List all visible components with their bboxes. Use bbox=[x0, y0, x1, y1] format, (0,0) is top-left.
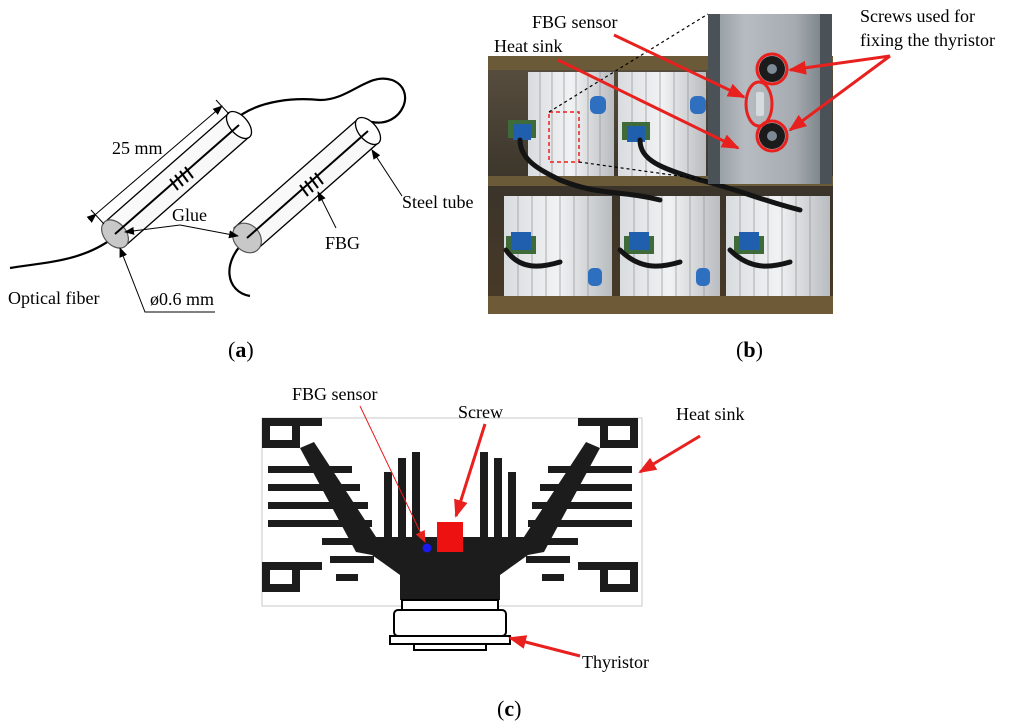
screws-label-line1: Screws used for bbox=[860, 6, 975, 26]
caption-b: (b) bbox=[736, 337, 763, 362]
inset-closeup bbox=[708, 14, 832, 184]
diameter-label: ø0.6 mm bbox=[150, 289, 214, 309]
steel-tube-right bbox=[232, 116, 382, 254]
fbg-sensor-dot bbox=[422, 543, 432, 553]
fbg-sensor-label-c: FBG sensor bbox=[292, 384, 378, 404]
screw-top bbox=[755, 52, 789, 86]
steel-tube-label: Steel tube bbox=[402, 192, 473, 212]
thyristor-label: Thyristor bbox=[582, 652, 649, 672]
fbg-label: FBG bbox=[325, 233, 360, 253]
glue-label: Glue bbox=[172, 205, 207, 225]
caption-a: (a) bbox=[228, 337, 254, 362]
heat-sink-label-c: Heat sink bbox=[676, 404, 744, 424]
fbg-sensor-highlight bbox=[744, 80, 774, 128]
caption-c: (c) bbox=[497, 696, 521, 721]
screw-marker bbox=[437, 522, 463, 552]
fbg-sensor-label-b: FBG sensor bbox=[532, 12, 618, 32]
screw-label-c: Screw bbox=[458, 402, 503, 422]
panel-a: 25 mm Glue FBG Steel tube Optical fiber … bbox=[8, 77, 473, 362]
screw-bottom bbox=[755, 119, 789, 153]
panel-b: FBG sensor Heat sink Screws used for fix… bbox=[488, 6, 995, 362]
steel-tube-left bbox=[101, 110, 253, 249]
optical-fiber-label: Optical fiber bbox=[8, 288, 99, 308]
heat-sink-profile bbox=[262, 418, 638, 600]
optical-fiber-line bbox=[9, 77, 406, 298]
dimension-25mm bbox=[86, 99, 230, 225]
length-label: 25 mm bbox=[112, 138, 163, 158]
heat-sink-label-b: Heat sink bbox=[494, 36, 562, 56]
panel-c: FBG sensor Screw Heat sink Thyristor (c) bbox=[261, 384, 744, 721]
fbg-grating-right bbox=[299, 172, 324, 197]
screws-label-line2: fixing the thyristor bbox=[860, 30, 995, 50]
thyristor-body bbox=[389, 599, 511, 651]
